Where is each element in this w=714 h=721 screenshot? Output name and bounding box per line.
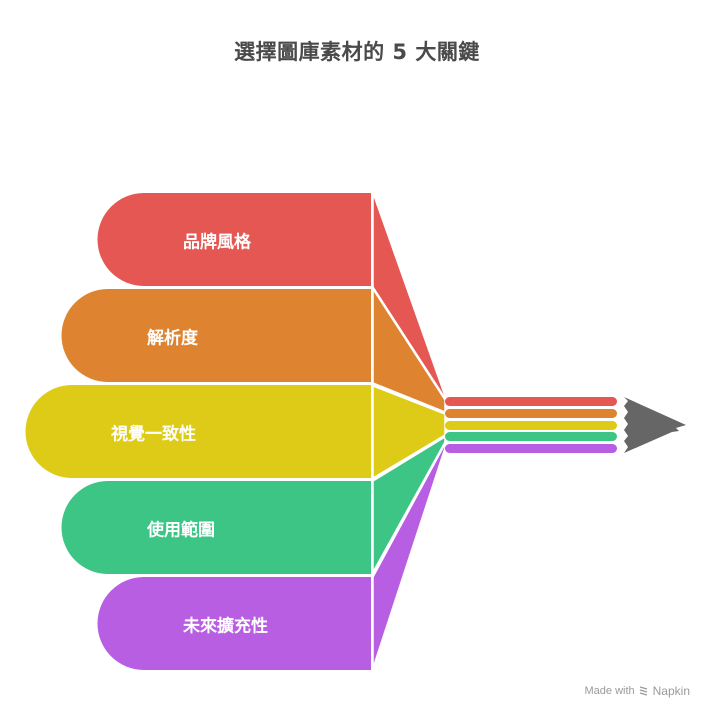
pill-red — [97, 192, 446, 399]
pencil-tip-icon — [624, 397, 686, 453]
napkin-brand-text: Napkin — [652, 684, 690, 698]
page-title: 選擇圖庫素材的 5 大關鍵 — [234, 40, 480, 64]
item-label-brand-style: 品牌風格 — [183, 232, 251, 253]
item-label-usage-scope: 使用範圍 — [147, 520, 215, 541]
item-label-future-scalability: 未來擴充性 — [183, 616, 268, 637]
pill-purple — [97, 443, 446, 670]
pencil-stripes — [445, 397, 617, 453]
pill-orange — [61, 288, 446, 413]
made-with-napkin-footer: Made with Napkin — [585, 684, 691, 698]
pill-yellow — [25, 385, 446, 479]
item-label-resolution: 解析度 — [147, 328, 198, 349]
napkin-logo-icon — [639, 686, 647, 696]
made-with-text: Made with — [584, 685, 635, 697]
item-label-visual-consistency: 視覺一致性 — [111, 424, 196, 445]
